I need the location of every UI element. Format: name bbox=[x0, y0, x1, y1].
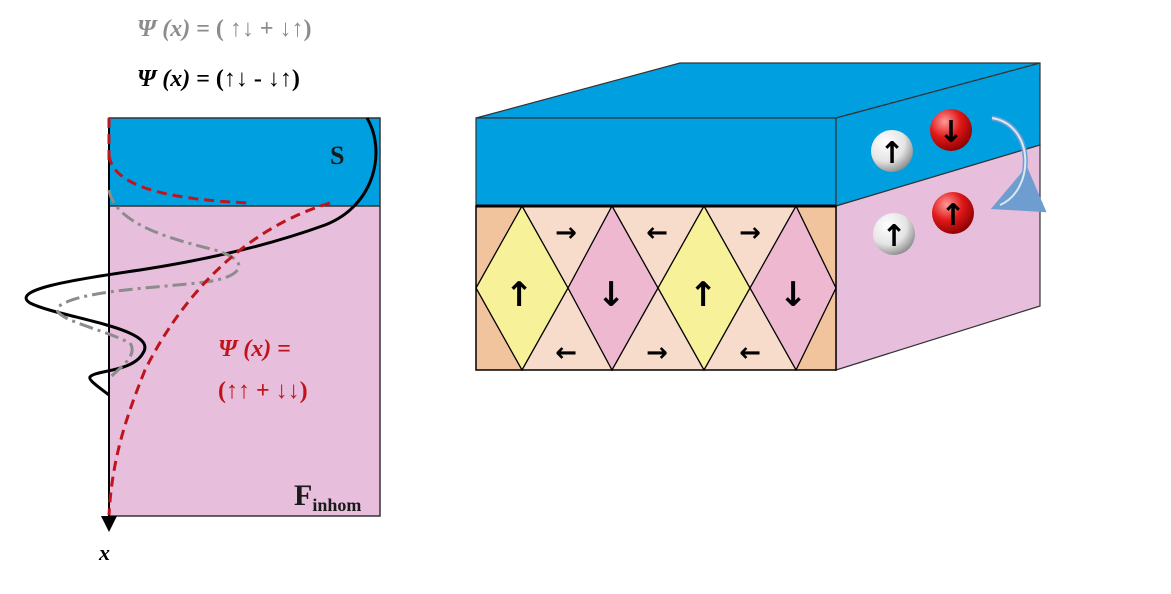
block-front-superconductor bbox=[476, 118, 836, 206]
domain-arrow-large-3: ↑ bbox=[689, 275, 718, 315]
domain-arrow-bottom-3: ← bbox=[739, 338, 761, 368]
domain-arrow-top-2: ← bbox=[646, 218, 668, 248]
x-axis-label: x bbox=[99, 540, 110, 566]
superconductor-label: S bbox=[330, 141, 344, 171]
domain-arrow-top-1: → bbox=[555, 218, 577, 248]
singlet-plus-psi: Ψ (x) bbox=[137, 16, 190, 42]
domain-arrow-top-3: → bbox=[739, 218, 761, 248]
domain-arrow-bottom-1: ← bbox=[555, 338, 577, 368]
ferromagnet-label-main: F bbox=[294, 479, 312, 512]
triplet-rhs: (↑↑ + ↓↓) bbox=[218, 370, 308, 412]
left-panel bbox=[26, 118, 380, 530]
ferromagnet-label: Finhom bbox=[294, 479, 361, 516]
domain-arrow-bottom-2: → bbox=[646, 338, 668, 368]
spin-arrow-red-top: ↓ bbox=[938, 115, 963, 150]
spin-arrow-white-bottom: ↑ bbox=[881, 219, 906, 254]
triplet-equation: Ψ (x) = (↑↑ + ↓↓) bbox=[218, 328, 308, 412]
triplet-psi: Ψ (x) bbox=[218, 336, 271, 362]
singlet-minus-rhs: = (↑↓ - ↓↑) bbox=[196, 66, 300, 92]
right-panel: ↑ ↓ ↑ ↓ → ← → ← → ← ↑ ↓ ↑ ↑ bbox=[476, 63, 1040, 370]
domain-arrow-large-4: ↓ bbox=[779, 275, 808, 315]
singlet-minus-psi: Ψ (x) bbox=[137, 66, 190, 92]
singlet-minus-equation: Ψ (x) = (↑↓ - ↓↑) bbox=[137, 66, 300, 93]
domain-arrow-large-2: ↓ bbox=[597, 275, 626, 315]
spin-arrow-white-top: ↑ bbox=[879, 136, 904, 171]
singlet-plus-rhs: = ( ↑↓ + ↓↑) bbox=[196, 16, 311, 42]
spin-arrow-red-bottom: ↑ bbox=[940, 198, 965, 233]
triplet-eq: = bbox=[277, 336, 291, 362]
ferromagnet-label-sub: inhom bbox=[312, 495, 361, 515]
singlet-plus-equation: Ψ (x) = ( ↑↓ + ↓↑) bbox=[137, 16, 312, 43]
domain-arrow-large-1: ↑ bbox=[505, 275, 534, 315]
